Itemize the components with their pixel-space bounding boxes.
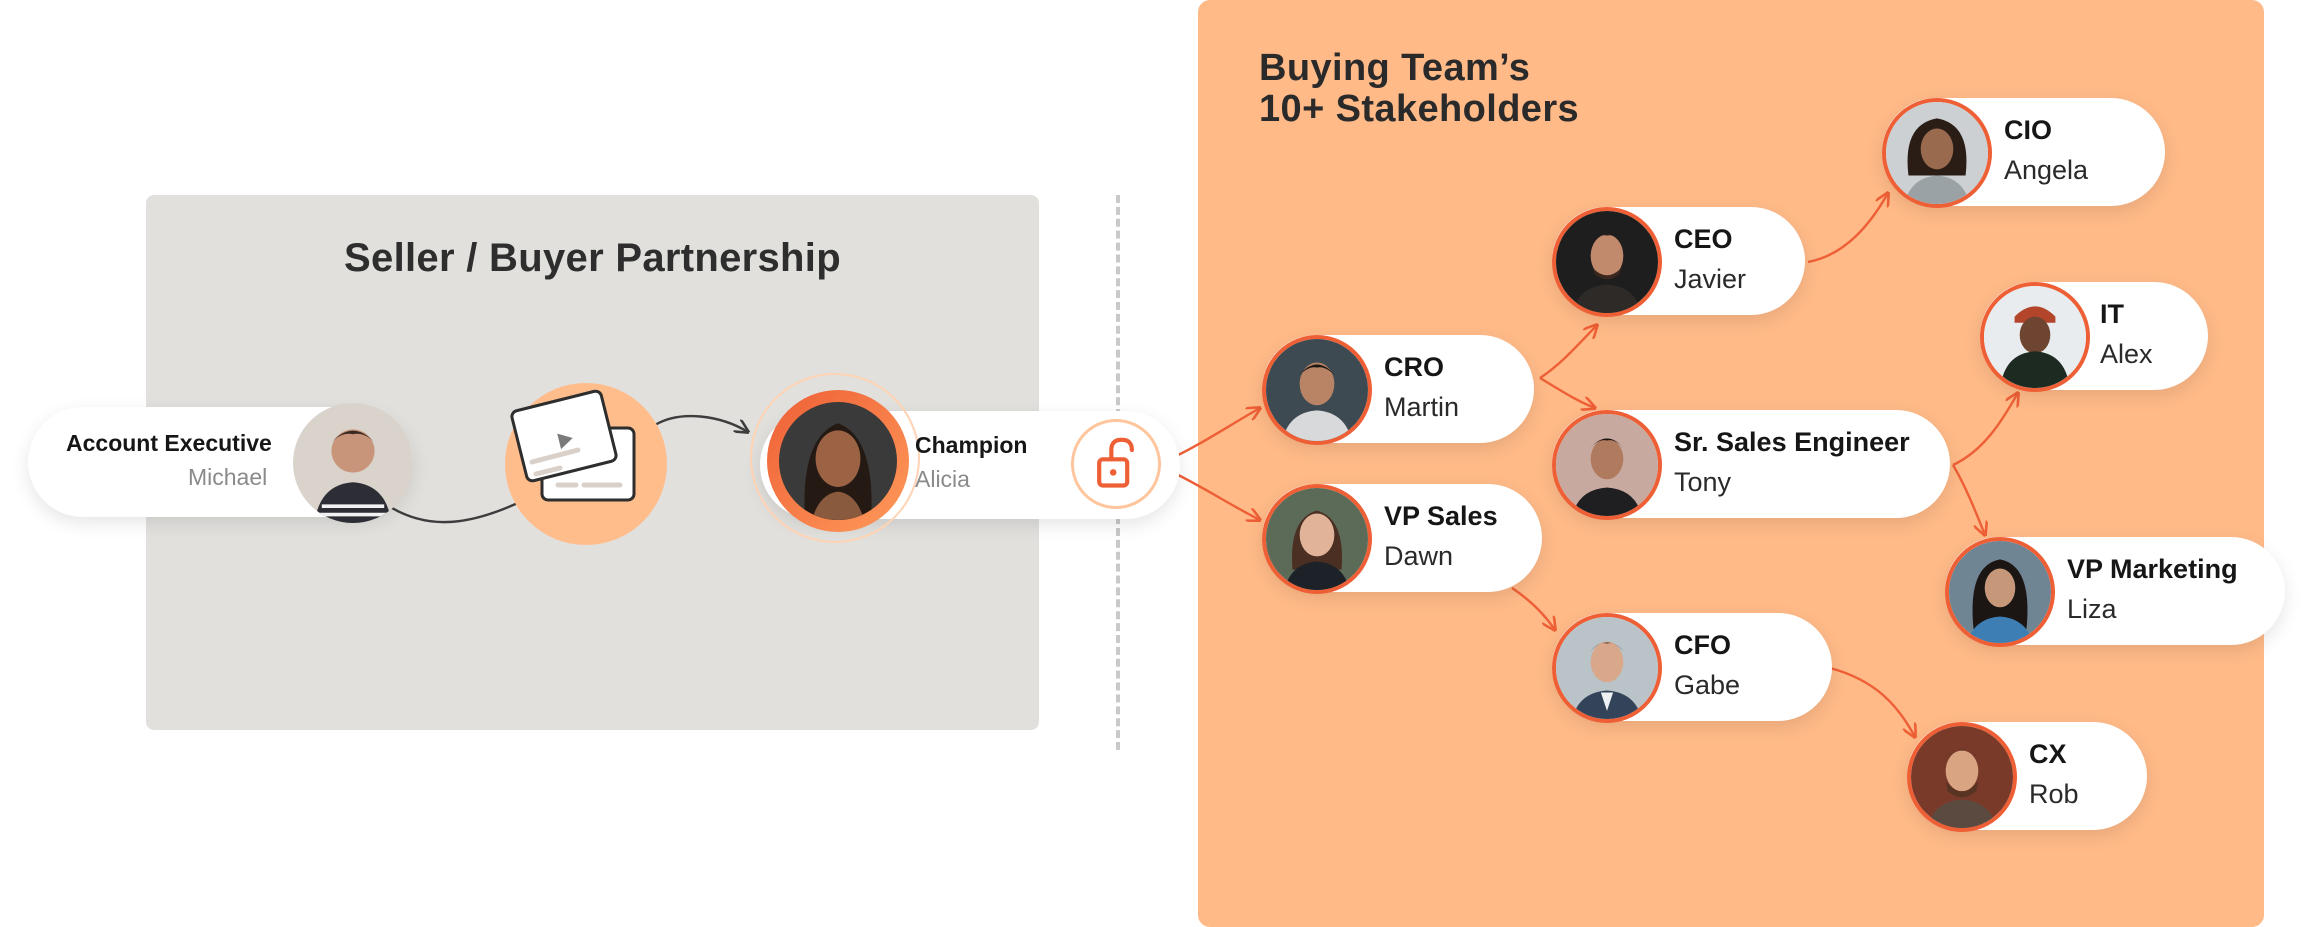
stakeholder-role-cfo: CFO xyxy=(1674,630,1731,660)
stakeholder-name-it: Alex xyxy=(2100,339,2153,369)
champion-halo xyxy=(750,373,920,543)
account-executive-name: Michael xyxy=(188,464,268,490)
stakeholder-avatar-ceo xyxy=(1552,207,1662,317)
arrow-vpsales-to-cfo xyxy=(1511,587,1555,630)
stakeholder-name-cfo: Gabe xyxy=(1674,670,1741,700)
stakeholder-role-vp-sales: VP Sales xyxy=(1384,501,1498,531)
stakeholder-name-vp-marketing: Liza xyxy=(2067,594,2117,624)
stakeholder-avatar-sr-sales-engineer xyxy=(1552,410,1662,520)
stakeholder-role-cio: CIO xyxy=(2004,115,2053,145)
stakeholder-avatar-vp-sales xyxy=(1262,484,1372,594)
stakeholder-name-sr-sales-engineer: Tony xyxy=(1674,467,1732,497)
stakeholder-avatar-vp-marketing xyxy=(1945,537,2055,647)
buying-team-title-line2: 10+ Stakeholders xyxy=(1259,88,1580,130)
stakeholder-role-cx: CX xyxy=(2029,739,2067,769)
stakeholder-name-vp-sales: Dawn xyxy=(1384,541,1454,571)
stakeholder-name-ceo: Javier xyxy=(1674,264,1747,294)
arrow-cfo-to-cx xyxy=(1829,666,1915,737)
arrow-champion-to-cro xyxy=(1171,408,1260,460)
stakeholder-avatar-cx xyxy=(1907,722,2017,832)
partnership-title: Seller / Buyer Partnership xyxy=(344,236,841,280)
arrow-cro-to-ceo xyxy=(1539,325,1597,380)
stakeholder-avatar-it xyxy=(1980,282,2090,392)
arrow-ceo-to-cio xyxy=(1807,193,1888,264)
stakeholder-role-ceo: CEO xyxy=(1674,224,1733,254)
arrow-cards-to-champion xyxy=(654,414,748,432)
stakeholder-name-cio: Angela xyxy=(2004,155,2089,185)
stakeholder-name-cro: Martin xyxy=(1384,392,1460,422)
stakeholder-role-cro: CRO xyxy=(1384,352,1444,382)
stakeholder-role-vp-marketing: VP Marketing xyxy=(2067,554,2238,584)
unlock-badge[interactable] xyxy=(1071,419,1161,509)
buying-team-title-line1: Buying Team’s xyxy=(1259,47,1531,89)
arrow-engineer-to-vpmarketing xyxy=(1951,464,1985,535)
unlock-icon xyxy=(1097,437,1134,488)
stakeholder-role-it: IT xyxy=(2100,299,2124,329)
stakeholder-avatar-cro xyxy=(1262,335,1372,445)
champion-role: Champion xyxy=(915,432,1028,458)
stakeholder-avatar-cio xyxy=(1882,98,1992,208)
stakeholder-avatar-cfo xyxy=(1552,613,1662,723)
arrow-ae-to-cards xyxy=(391,500,521,524)
account-executive-role: Account Executive xyxy=(66,430,272,456)
arrow-champion-to-vpsales xyxy=(1171,470,1260,520)
buying-team-title: Buying Team’s 10+ Stakeholders xyxy=(1259,48,1579,130)
arrow-cro-to-engineer xyxy=(1539,376,1595,408)
champion-name: Alicia xyxy=(915,466,970,492)
champion-avatar xyxy=(779,402,897,520)
stakeholder-role-sr-sales-engineer: Sr. Sales Engineer xyxy=(1674,427,1910,457)
account-executive-avatar xyxy=(293,403,413,523)
arrow-engineer-to-it xyxy=(1952,393,2018,467)
stakeholder-name-cx: Rob xyxy=(2029,779,2079,809)
video-cards-icon xyxy=(500,380,650,530)
